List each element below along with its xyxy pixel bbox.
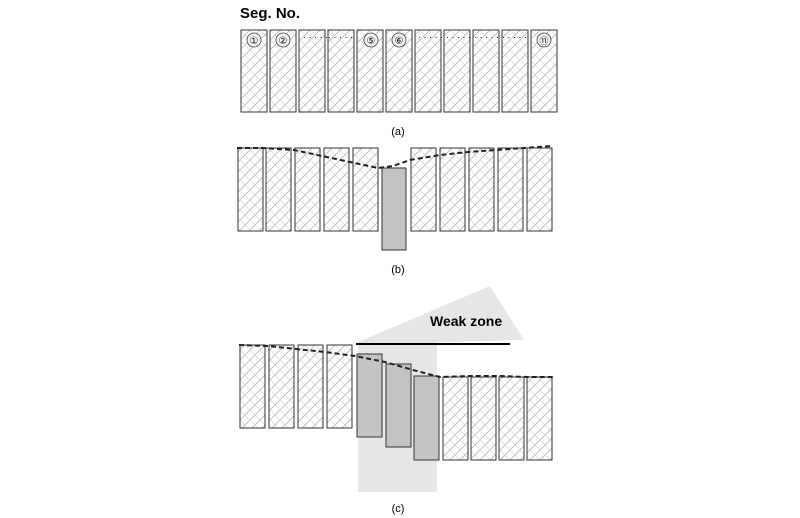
ellipsis-3: · · · · · bbox=[418, 32, 443, 42]
segment-c-6-displaced bbox=[385, 363, 412, 448]
panel-c: Weak zone (c) bbox=[238, 286, 554, 515]
deformed-surface-line-c bbox=[238, 344, 554, 379]
panel-a-caption: (a) bbox=[391, 126, 404, 138]
ellipsis-6: · · · · · bbox=[502, 32, 527, 42]
segment-c-3 bbox=[297, 344, 324, 429]
segment-a-5 bbox=[356, 29, 384, 113]
segment-number-heading: Seg. No. bbox=[240, 5, 300, 22]
segment-c-4 bbox=[326, 344, 353, 429]
panel-a: Seg. No. ① ② ⑤ ⑥ ⑪ · · · · · · · · · · ·… bbox=[240, 5, 558, 138]
segment-label-6: ⑥ bbox=[395, 36, 404, 47]
segment-c-10 bbox=[498, 376, 525, 461]
ellipsis-2: · · · · · bbox=[328, 32, 353, 42]
segment-badge-1: ① bbox=[246, 32, 262, 48]
ellipsis-4: · · · · · bbox=[446, 32, 471, 42]
segment-label-1: ① bbox=[250, 36, 259, 47]
panel-b: (b) bbox=[237, 145, 553, 276]
segment-a-4 bbox=[327, 29, 355, 113]
segment-a-3 bbox=[298, 29, 326, 113]
segment-c-11 bbox=[526, 376, 553, 461]
segment-b-3 bbox=[294, 147, 321, 232]
segment-label-5: ⑤ bbox=[367, 36, 376, 47]
panel-c-caption: (c) bbox=[392, 503, 405, 515]
segment-c-8 bbox=[442, 376, 469, 461]
segment-b-11 bbox=[526, 147, 553, 232]
segment-c-9 bbox=[470, 376, 497, 461]
segment-a-9 bbox=[472, 29, 500, 113]
segment-b-2 bbox=[265, 147, 292, 232]
segment-b-10 bbox=[497, 147, 524, 232]
segment-c-5-displaced bbox=[356, 353, 383, 438]
segment-a-8 bbox=[443, 29, 471, 113]
segment-label-2: ② bbox=[279, 36, 288, 47]
weak-zone-label: Weak zone bbox=[430, 313, 502, 329]
segment-c-1 bbox=[239, 344, 266, 429]
segment-b-8 bbox=[439, 147, 466, 232]
ellipsis-1: · · · · · bbox=[303, 32, 328, 42]
segment-b-6-displaced bbox=[381, 167, 407, 251]
segment-badge-2: ② bbox=[275, 32, 291, 48]
segment-b-1 bbox=[237, 147, 264, 232]
segment-badge-11: ⑪ bbox=[536, 32, 552, 48]
segment-label-11: ⑪ bbox=[539, 36, 548, 46]
segment-b-9 bbox=[468, 147, 495, 232]
segment-b-7 bbox=[410, 147, 437, 232]
segment-c-7-displaced bbox=[413, 375, 440, 461]
segment-badge-6: ⑥ bbox=[391, 32, 407, 48]
panel-b-caption: (b) bbox=[391, 264, 404, 276]
panel-b-segments bbox=[237, 147, 553, 251]
segment-a-7 bbox=[414, 29, 442, 113]
segment-b-5 bbox=[352, 147, 379, 232]
segment-c-2 bbox=[268, 344, 295, 429]
ellipsis-5: · · · · · bbox=[474, 32, 499, 42]
deformed-surface-line-b bbox=[237, 145, 553, 170]
segment-a-10 bbox=[501, 29, 529, 113]
segment-badge-5: ⑤ bbox=[363, 32, 379, 48]
panel-c-segments bbox=[239, 344, 553, 461]
segment-b-4 bbox=[323, 147, 350, 232]
